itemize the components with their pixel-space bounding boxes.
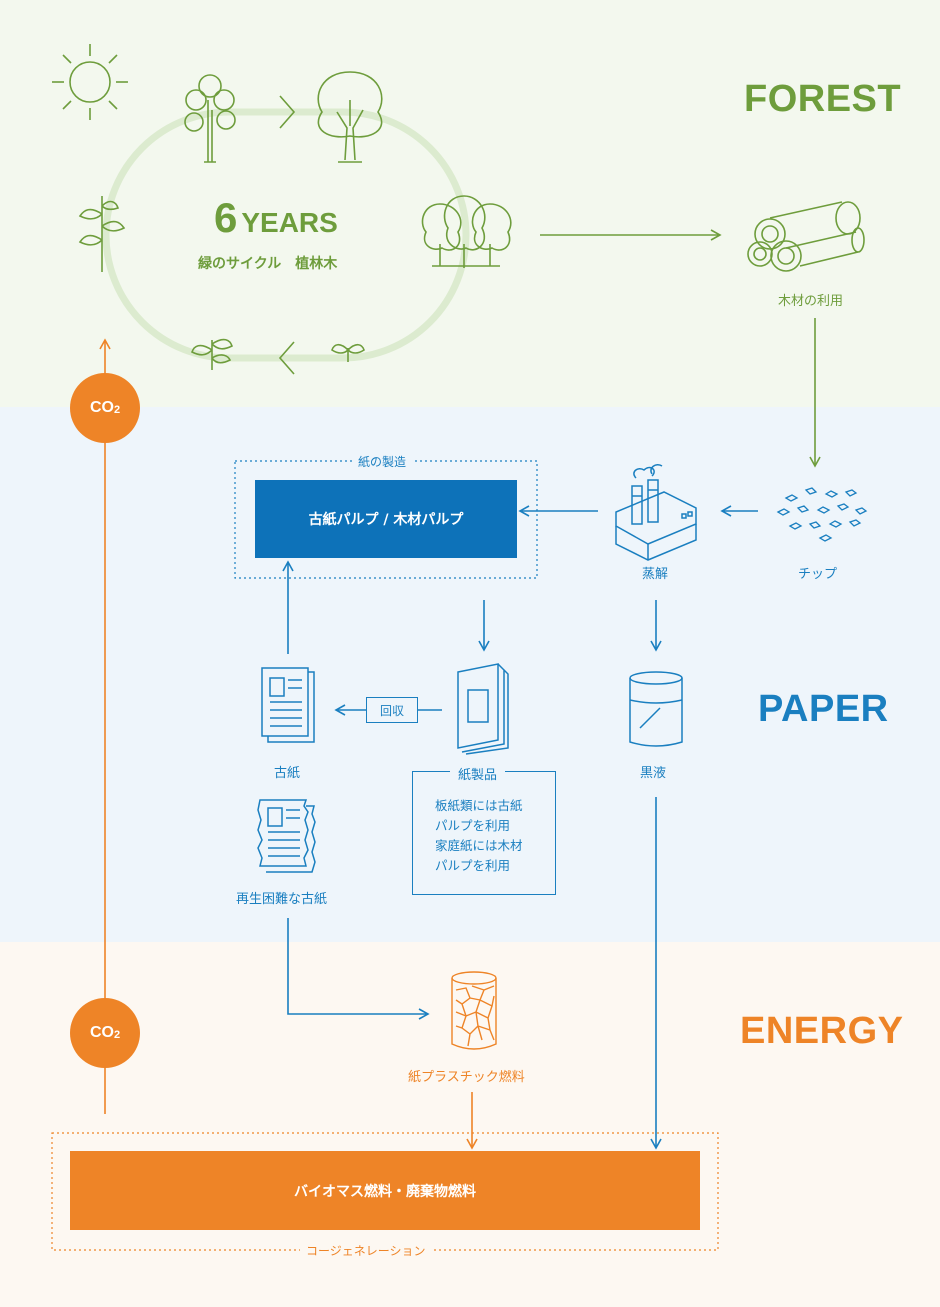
- forest-title: FOREST: [744, 78, 902, 120]
- collection-badge: 回収: [366, 697, 418, 723]
- note-line: パルプを利用: [435, 858, 511, 873]
- used-paper-icon: [261, 667, 315, 743]
- black-liquor-label: 黒液: [640, 766, 667, 781]
- cooking-label: 蒸解: [642, 567, 669, 582]
- biomass-box: バイオマス燃料・廃棄物燃料: [70, 1151, 700, 1230]
- sprout-icon: [331, 343, 365, 362]
- growth-cycle-loop: [102, 108, 470, 362]
- used-paper-label: 古紙: [274, 766, 301, 781]
- cycle-arrow-right: [279, 95, 296, 129]
- pulp-box: 古紙パルプ / 木材パルプ: [255, 480, 517, 558]
- rpf-fuel-icon: [451, 971, 497, 1050]
- note-line: 板紙類には古紙: [435, 798, 523, 813]
- co2-main: CO: [89, 399, 114, 416]
- note-line: 家庭紙には木材: [435, 838, 523, 853]
- co2-main: CO: [89, 1024, 114, 1041]
- paper-product-icon: [457, 663, 509, 755]
- paper-title: PAPER: [758, 688, 889, 730]
- timber-use-label: 木材の利用: [778, 294, 844, 309]
- non-recyclable-paper-icon: [257, 799, 316, 873]
- beaker-icon: [629, 671, 683, 747]
- factory-icon: [615, 463, 697, 561]
- seedling-icon: [191, 338, 233, 370]
- energy-title: ENERGY: [740, 1010, 904, 1052]
- forest-grove-icon: [421, 195, 512, 268]
- paper-products-title: 紙製品: [450, 764, 506, 783]
- wood-chips-icon: [776, 487, 868, 542]
- logs-icon: [747, 201, 865, 272]
- co2-sub: 2: [113, 404, 121, 416]
- sun-icon: [52, 44, 128, 120]
- cogeneration-label: コージェネレーション: [300, 1242, 432, 1259]
- sapling-icon: [78, 196, 126, 272]
- years-number: 6: [214, 194, 238, 241]
- large-tree-icon: [317, 71, 383, 163]
- paper-products-notes: 板紙類には古紙 パルプを利用 家庭紙には木材 パルプを利用: [435, 796, 523, 876]
- rpf-label: 紙プラスチック燃料: [408, 1070, 525, 1085]
- arrow-non-recyclable-to-rpf: [287, 918, 430, 1020]
- cycle-subtitle: 緑のサイクル 植林木: [198, 256, 338, 272]
- chips-label: チップ: [798, 567, 838, 582]
- energy-band: [0, 942, 940, 1307]
- years-word: YEARS: [241, 207, 338, 238]
- co2-sub: 2: [113, 1029, 121, 1041]
- hard-to-recycle-label: 再生困難な古紙: [236, 892, 328, 907]
- young-tree-icon: [184, 74, 236, 163]
- note-line: パルプを利用: [435, 818, 511, 833]
- cycle-arrow-left: [278, 341, 295, 375]
- forest-band: [0, 0, 940, 407]
- papermaking-label: 紙の製造: [352, 453, 413, 470]
